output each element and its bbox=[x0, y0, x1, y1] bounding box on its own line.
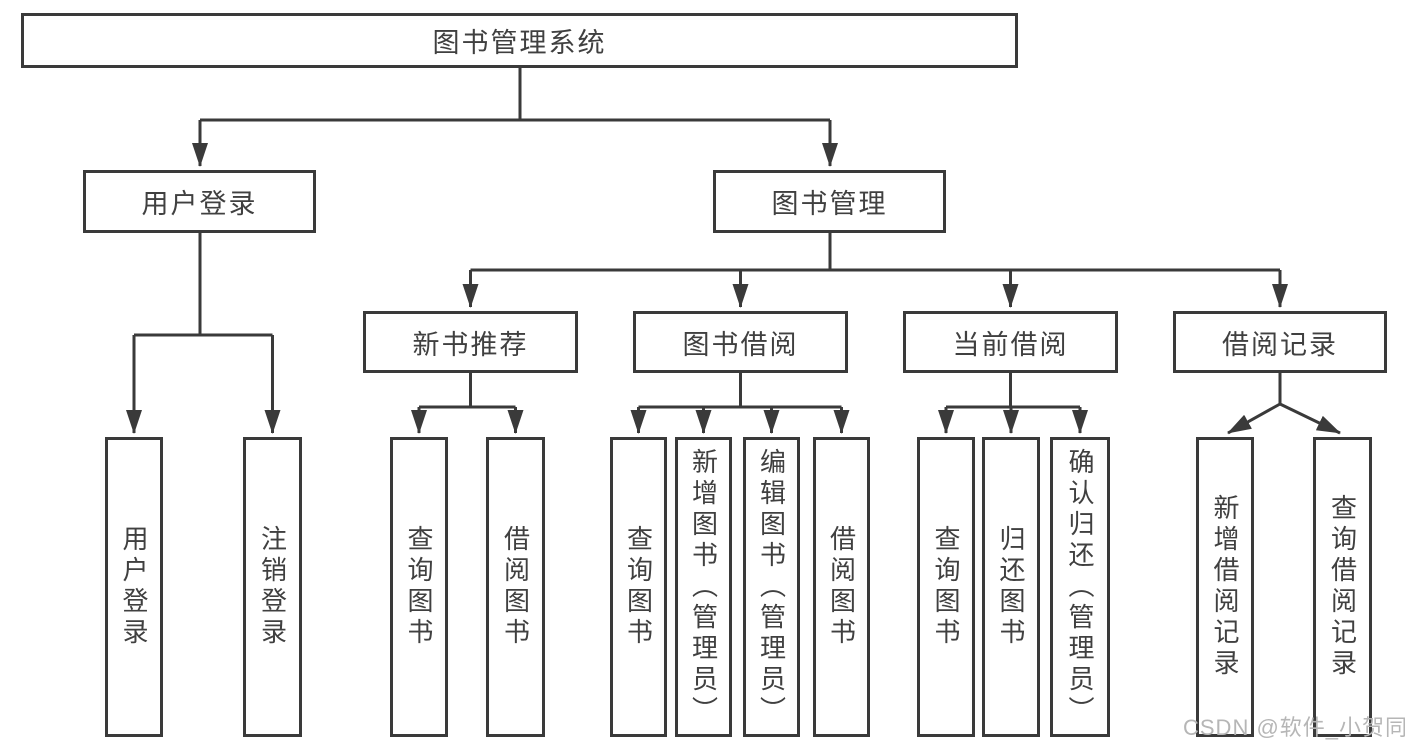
leaf-user-login-label: 用户登录 bbox=[119, 525, 149, 649]
leaf-records-query: 查询借阅记录 bbox=[1313, 437, 1372, 737]
leaf-newbooks-query-label: 查询图书 bbox=[404, 525, 434, 649]
leaf-current-confirm-label: 确认归还（管理员） bbox=[1065, 447, 1095, 727]
leaf-borrow-borrow-label: 借阅图书 bbox=[826, 525, 857, 649]
watermark: CSDN @软件_小贺同学 bbox=[1183, 715, 1405, 740]
leaf-records-query-label: 查询借阅记录 bbox=[1327, 494, 1358, 680]
leaf-logout: 注销登录 bbox=[243, 437, 302, 737]
node-book-borrow-label: 图书借阅 bbox=[682, 329, 799, 360]
leaf-records-add-label: 新增借阅记录 bbox=[1210, 494, 1240, 680]
connector-user-login-to-leaves bbox=[126, 233, 281, 434]
node-book-mgmt: 图书管理 bbox=[713, 170, 946, 233]
leaf-current-confirm: 确认归还（管理员） bbox=[1050, 437, 1110, 737]
node-user-login-label: 用户登录 bbox=[141, 189, 258, 219]
leaf-borrow-add: 新增图书（管理员） bbox=[675, 437, 732, 737]
leaf-current-return-label: 归还图书 bbox=[996, 525, 1026, 649]
connector-borrow-records-to-leaves bbox=[1227, 373, 1341, 435]
leaf-newbooks-query: 查询图书 bbox=[390, 437, 448, 737]
node-borrow-records-label: 借阅记录 bbox=[1222, 329, 1338, 360]
leaf-current-return: 归还图书 bbox=[982, 437, 1040, 737]
leaf-newbooks-borrow: 借阅图书 bbox=[486, 437, 545, 737]
node-current-borrow-label: 当前借阅 bbox=[952, 329, 1069, 360]
connector-book-borrow-to-leaves bbox=[630, 373, 850, 434]
connector-root-to-level2 bbox=[192, 68, 838, 167]
node-root: 图书管理系统 bbox=[21, 13, 1018, 68]
leaf-borrow-edit-label: 编辑图书（管理员） bbox=[756, 447, 787, 727]
leaf-user-login: 用户登录 bbox=[105, 437, 163, 737]
leaf-borrow-query: 查询图书 bbox=[610, 437, 667, 737]
leaf-borrow-add-label: 新增图书（管理员） bbox=[688, 447, 719, 727]
leaf-current-query-label: 查询图书 bbox=[931, 525, 961, 649]
node-book-borrow: 图书借阅 bbox=[633, 311, 848, 373]
connector-book-mgmt-to-level3 bbox=[462, 233, 1288, 308]
leaf-borrow-borrow: 借阅图书 bbox=[813, 437, 870, 737]
leaf-current-query: 查询图书 bbox=[917, 437, 975, 737]
node-root-label: 图书管理系统 bbox=[432, 28, 607, 58]
connector-current-borrow-to-leaves bbox=[938, 373, 1088, 434]
leaf-borrow-edit: 编辑图书（管理员） bbox=[743, 437, 800, 737]
node-current-borrow: 当前借阅 bbox=[903, 311, 1118, 373]
leaf-logout-label: 注销登录 bbox=[257, 525, 288, 649]
node-user-login: 用户登录 bbox=[83, 170, 316, 233]
node-new-books: 新书推荐 bbox=[363, 311, 578, 373]
node-book-mgmt-label: 图书管理 bbox=[771, 189, 888, 219]
connector-new-books-to-leaves bbox=[411, 373, 524, 434]
node-borrow-records: 借阅记录 bbox=[1173, 311, 1387, 373]
node-new-books-label: 新书推荐 bbox=[412, 329, 529, 360]
leaf-records-add: 新增借阅记录 bbox=[1196, 437, 1254, 737]
leaf-newbooks-borrow-label: 借阅图书 bbox=[500, 525, 531, 649]
leaf-borrow-query-label: 查询图书 bbox=[623, 525, 654, 649]
